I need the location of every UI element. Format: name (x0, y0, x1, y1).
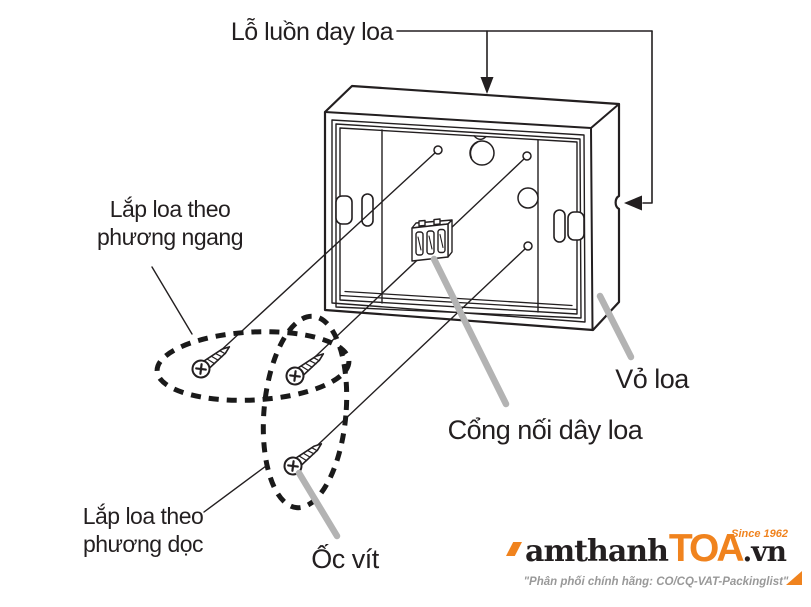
logo-tagline: "Phân phối chính hãng: CO/CQ-VAT-Packing… (523, 576, 789, 588)
horizontal-mount-leader (151, 266, 193, 335)
logo-brand-suffix: .vn (742, 535, 787, 568)
wire-port-pointer (430, 255, 510, 408)
screws (191, 346, 325, 476)
screw-pointer (295, 469, 341, 540)
gray-pointers (295, 255, 635, 540)
down-arrow-icon (480, 77, 494, 94)
callout-branch-side (642, 30, 653, 204)
mounting-holes (433, 140, 539, 251)
frame-opening (339, 127, 578, 315)
horizontal-mount-ellipse-icon (154, 329, 352, 403)
screw-icon (285, 353, 325, 386)
large-hole-mid (517, 187, 539, 209)
label-wire-hole: Lỗ luồn day loa (230, 18, 394, 46)
left-arrow-icon (624, 195, 642, 211)
left-rail-cutout (335, 195, 353, 225)
large-hole-top-chamfer (469, 141, 478, 159)
logo-since-text: Since 1962 (731, 528, 788, 540)
right-rail-slot (553, 209, 566, 243)
box-edges (324, 103, 620, 330)
mount-hole-2 (522, 151, 532, 161)
terminal-block (411, 218, 453, 262)
frame-border-2 (335, 123, 582, 319)
label-wire-port: Cổng nối dây loa (447, 415, 643, 445)
mount-hole-1 (433, 145, 443, 155)
logo-brand-core: TOA (668, 527, 745, 570)
top-wire-notch (473, 135, 487, 141)
vertical-mount-ellipse-icon (260, 313, 350, 511)
vertical-mount-leader (203, 465, 267, 513)
logo-wordmark: amthanh TOA .vn Since 1962 (506, 527, 806, 575)
label-mount-vertical: Lắp loa theo phương dọc (82, 503, 204, 558)
mount-hole-3 (523, 241, 533, 251)
left-rail-slot (361, 193, 374, 227)
logo-accent-triangle-icon (506, 542, 522, 556)
label-screws: Ốc vít (311, 544, 379, 574)
label-shell: Vỏ loa (615, 364, 689, 394)
right-rail-cutout (567, 211, 585, 241)
amthanhtoa-logo: amthanh TOA .vn Since 1962 "Phân phối ch… (506, 527, 806, 599)
frame-border-1 (331, 119, 586, 323)
logo-brand-prefix: amthanh (525, 534, 669, 569)
screw-icon (191, 346, 231, 379)
wire-hole-callout (396, 30, 653, 211)
label-mount-horizontal: Lắp loa theo phương ngang (97, 196, 244, 251)
shell-pointer (596, 292, 635, 361)
